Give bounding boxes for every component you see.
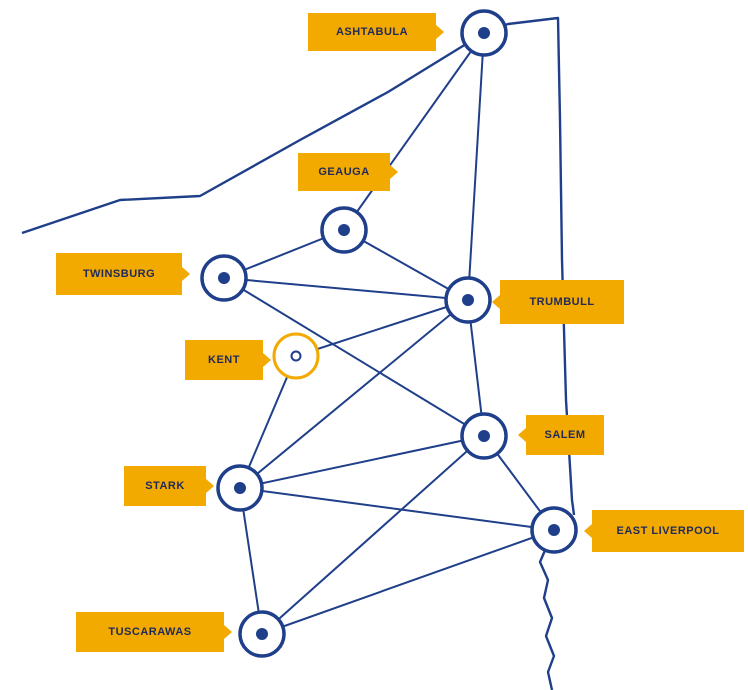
node-tuscarawas (238, 610, 286, 658)
label-kent: KENT (185, 340, 271, 380)
link-tuscarawas-east-liverpool (261, 529, 555, 635)
node-dot-twinsburg (218, 272, 230, 284)
label-trumbull: TRUMBULL (492, 280, 624, 324)
link-stark-trumbull (239, 299, 469, 489)
label-salem: SALEM (518, 415, 604, 455)
label-geauga: GEAUGA (298, 153, 398, 191)
link-twinsburg-trumbull (223, 277, 469, 301)
network-nodes (200, 9, 578, 658)
link-salem-tuscarawas (261, 435, 485, 635)
node-stark (216, 464, 264, 512)
east-state-boundary (483, 16, 576, 516)
node-ashtabula (460, 9, 508, 57)
node-east-liverpool (530, 506, 578, 554)
label-twinsburg: TWINSBURG (56, 253, 190, 295)
node-salem (460, 412, 508, 460)
node-dot-kent (290, 350, 302, 362)
ohio-river-boundary (538, 547, 556, 690)
node-dot-trumbull (462, 294, 474, 306)
node-kent (272, 332, 320, 380)
link-stark-salem (239, 435, 485, 489)
node-dot-salem (478, 430, 490, 442)
label-stark: STARK (124, 466, 214, 506)
node-dot-stark (234, 482, 246, 494)
node-dot-geauga (338, 224, 350, 236)
map-boundaries (21, 16, 576, 690)
link-stark-tuscarawas (239, 487, 263, 635)
label-east-liverpool: EAST LIVERPOOL (584, 510, 744, 552)
node-dot-east-liverpool (548, 524, 560, 536)
link-ashtabula-trumbull (467, 32, 485, 301)
link-ashtabula-geauga (343, 32, 485, 231)
node-dot-tuscarawas (256, 628, 268, 640)
node-twinsburg (200, 254, 248, 302)
node-dot-ashtabula (478, 27, 490, 39)
link-twinsburg-salem (223, 277, 485, 437)
link-stark-east-liverpool (239, 487, 555, 531)
label-tuscarawas: TUSCARAWAS (76, 612, 232, 652)
network-links (223, 32, 555, 635)
label-ashtabula: ASHTABULA (308, 13, 444, 51)
link-kent-stark (239, 355, 297, 489)
node-trumbull (444, 276, 492, 324)
node-geauga (320, 206, 368, 254)
lake-shore-boundary (21, 31, 485, 235)
link-kent-trumbull (295, 299, 469, 357)
